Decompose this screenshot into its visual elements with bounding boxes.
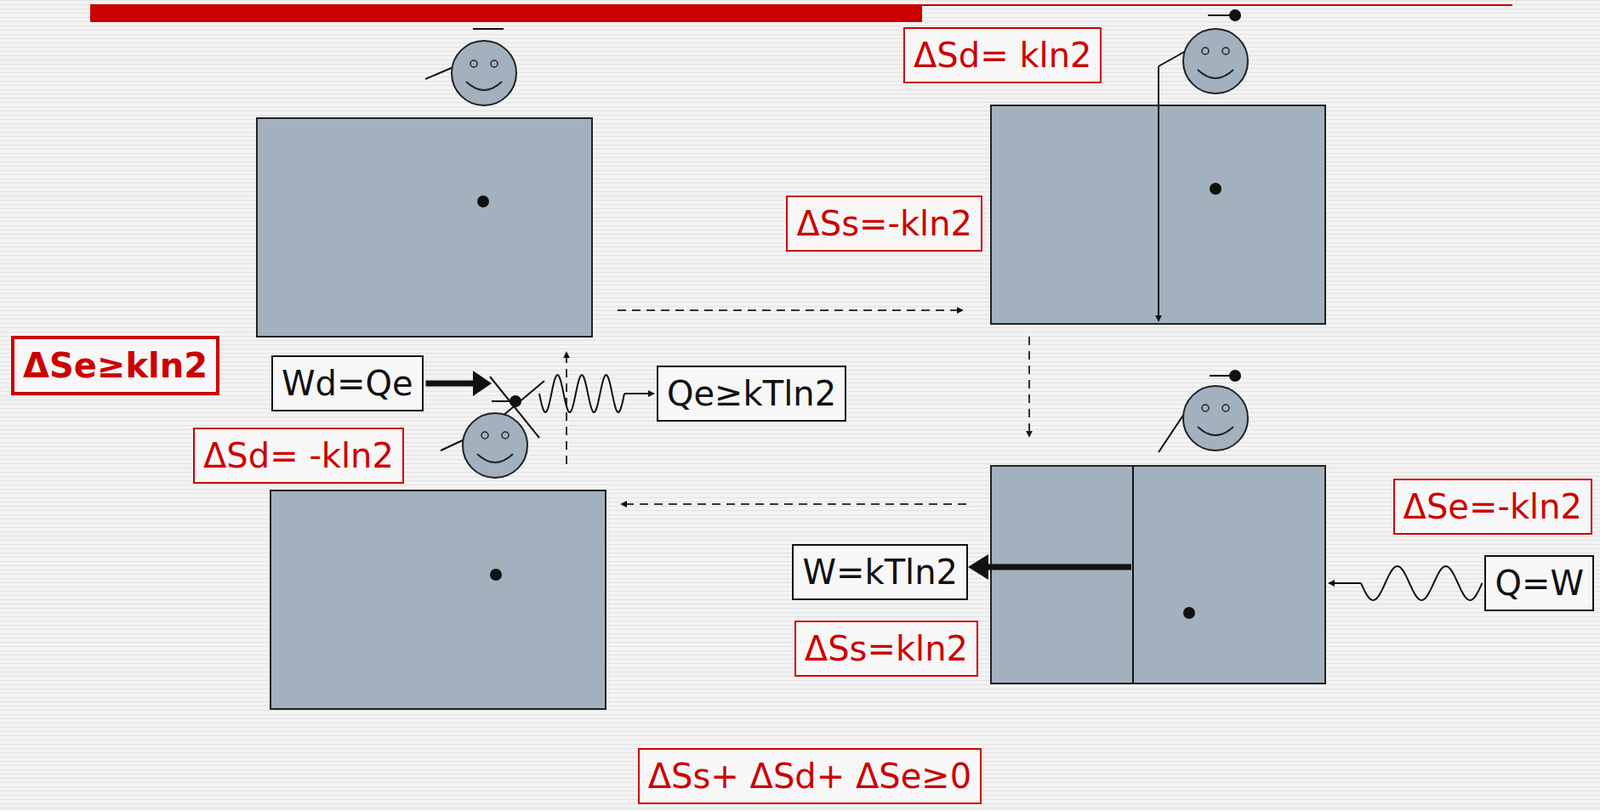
work-arrow bbox=[426, 381, 475, 388]
molecule bbox=[1209, 182, 1222, 195]
heat-wave bbox=[539, 375, 625, 413]
formula-box: ΔSd= kln2 bbox=[903, 27, 1102, 84]
formula-text: W=kTln2 bbox=[802, 549, 958, 596]
heat-wave bbox=[1360, 566, 1482, 601]
formula-text: ΔSe=-kln2 bbox=[1403, 483, 1583, 530]
formula-box: ΔSd= -kln2 bbox=[193, 427, 405, 484]
partition-insert bbox=[1157, 66, 1160, 322]
molecule bbox=[489, 569, 502, 581]
formula-text: ΔSd= -kln2 bbox=[203, 432, 394, 479]
molecule bbox=[477, 195, 490, 208]
demon bbox=[440, 376, 545, 479]
formula-text: ΔSe≥kln2 bbox=[22, 342, 208, 389]
formula-box: Wd=Qe bbox=[271, 355, 424, 412]
formula-box: Qe≥kTln2 bbox=[656, 365, 847, 422]
gas-box bbox=[990, 466, 1326, 684]
demon bbox=[1158, 9, 1248, 94]
piston-rod bbox=[985, 564, 1132, 571]
formula-box: Q=W bbox=[1484, 555, 1595, 612]
formula-box: ΔSs+ ΔSd+ ΔSe≥0 bbox=[637, 748, 983, 805]
formula-text: ΔSs=kln2 bbox=[804, 626, 968, 672]
formula-text: ΔSs+ ΔSd+ ΔSe≥0 bbox=[648, 753, 973, 800]
formula-box: ΔSe=-kln2 bbox=[1393, 478, 1593, 536]
formula-box: W=kTln2 bbox=[791, 544, 968, 601]
formula-text: Wd=Qe bbox=[281, 360, 414, 407]
demon bbox=[425, 28, 517, 106]
cycle-arrow bbox=[1028, 336, 1031, 438]
formula-box: ΔSs=kln2 bbox=[794, 620, 979, 678]
heat-arrow bbox=[1328, 582, 1361, 585]
formula-text: Qe≥kTln2 bbox=[666, 370, 837, 417]
title-bar bbox=[90, 4, 923, 23]
formula-box: ΔSe≥kln2 bbox=[11, 335, 220, 396]
cycle-arrow bbox=[620, 503, 967, 506]
formula-text: Q=W bbox=[1494, 560, 1584, 607]
cycle-arrow bbox=[617, 309, 963, 312]
demon bbox=[1158, 370, 1248, 453]
formula-box: ΔSs=-kln2 bbox=[785, 195, 983, 252]
gas-box bbox=[256, 118, 593, 337]
work-arrowhead bbox=[472, 370, 492, 397]
formula-text: ΔSs=-kln2 bbox=[796, 200, 973, 247]
molecule bbox=[1183, 607, 1196, 620]
work-arrowhead bbox=[967, 554, 989, 581]
title-rule bbox=[922, 4, 1513, 6]
partition bbox=[1132, 466, 1134, 684]
heat-arrow bbox=[624, 392, 655, 395]
formula-text: ΔSd= kln2 bbox=[913, 32, 1092, 79]
gas-box bbox=[270, 490, 606, 710]
